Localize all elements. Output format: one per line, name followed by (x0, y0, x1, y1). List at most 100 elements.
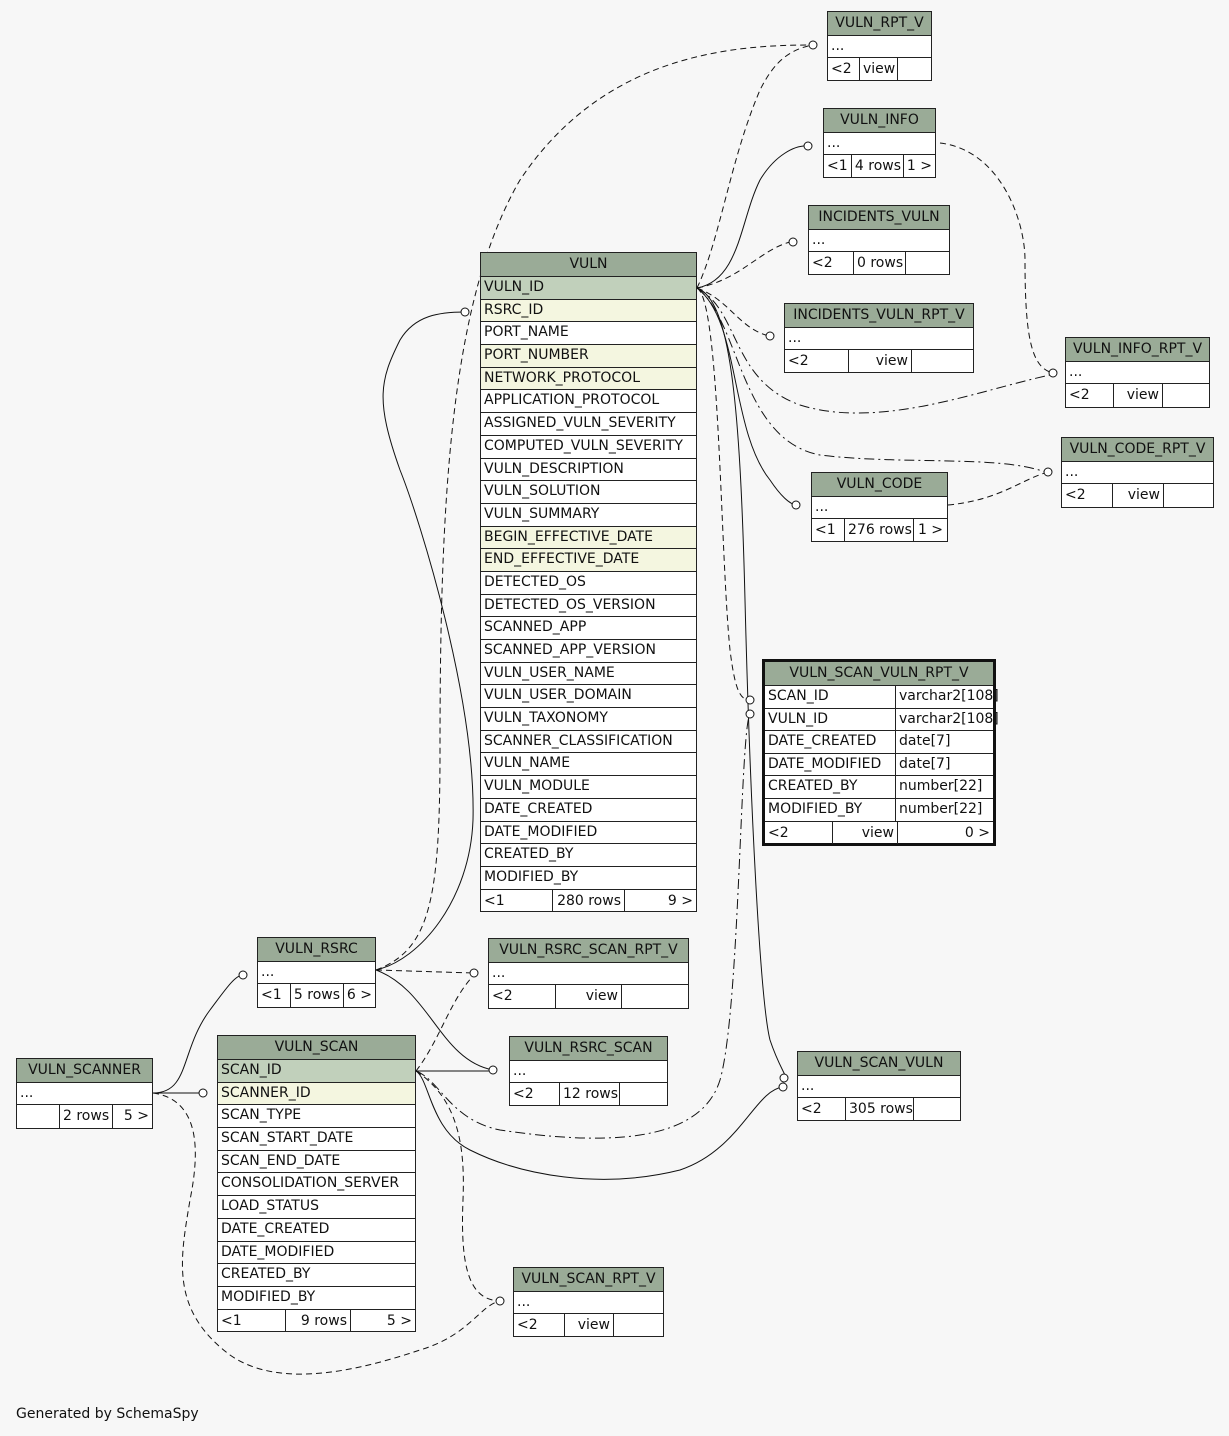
parents-count[interactable]: <1 (812, 519, 845, 541)
parents-count[interactable]: <1 (258, 984, 291, 1007)
column-row[interactable]: ... (17, 1083, 152, 1105)
column-row[interactable]: ... (785, 328, 973, 350)
column-row[interactable]: LOAD_STATUS (218, 1196, 415, 1219)
parents-count[interactable]: <2 (489, 985, 556, 1008)
column-row[interactable]: ... (812, 497, 947, 519)
column-row[interactable]: PORT_NAME (481, 322, 696, 346)
column-row[interactable]: CREATED_BY (218, 1264, 415, 1287)
children-count[interactable] (912, 350, 973, 372)
column-row[interactable]: ... (1066, 362, 1209, 384)
table-name[interactable]: VULN_RSRC_SCAN_RPT_V (489, 939, 688, 963)
children-count[interactable] (1164, 484, 1213, 507)
column-row[interactable]: VULN_DESCRIPTION (481, 459, 696, 482)
column-row[interactable]: SCAN_TYPE (218, 1105, 415, 1129)
table-vuln-rsrc-scan[interactable]: VULN_RSRC_SCAN ... <2 12 rows (509, 1036, 668, 1106)
column-row[interactable]: VULN_SUMMARY (481, 504, 696, 527)
column-row[interactable]: END_EFFECTIVE_DATE (481, 549, 696, 572)
column-row[interactable]: VULN_TAXONOMY (481, 708, 696, 731)
column-row[interactable]: ... (824, 133, 935, 155)
column-row[interactable]: CONSOLIDATION_SERVER (218, 1173, 415, 1197)
column-row[interactable]: SCAN_END_DATE (218, 1151, 415, 1174)
column-row[interactable]: ... (510, 1061, 667, 1083)
parents-count[interactable]: <2 (514, 1314, 565, 1336)
table-vuln-rsrc-scan-rpt-v[interactable]: VULN_RSRC_SCAN_RPT_V ... <2 view (488, 938, 689, 1009)
column-row[interactable]: BEGIN_EFFECTIVE_DATE (481, 526, 696, 550)
column-row[interactable]: ... (258, 962, 375, 984)
parents-count[interactable]: <2 (798, 1098, 846, 1120)
column-row[interactable]: RSRC_ID (481, 299, 696, 323)
column-row[interactable]: DATE_CREATED (481, 799, 696, 822)
parents-count[interactable]: <2 (785, 350, 849, 372)
column-row[interactable]: SCANNED_APP (481, 617, 696, 640)
table-name[interactable]: INCIDENTS_VULN_RPT_V (785, 304, 973, 328)
children-count[interactable] (622, 985, 688, 1008)
table-name[interactable]: VULN_SCAN_VULN (798, 1052, 960, 1076)
column-row[interactable]: COMPUTED_VULN_SEVERITY (481, 436, 696, 459)
column-row[interactable]: NETWORK_PROTOCOL (481, 367, 696, 391)
children-count[interactable]: 1 > (917, 522, 944, 538)
table-name[interactable]: VULN_CODE (812, 473, 947, 497)
column-row[interactable]: VULN_USER_DOMAIN (481, 685, 696, 709)
column-row[interactable]: ... (1062, 462, 1213, 484)
column-row[interactable]: SCAN_START_DATE (218, 1128, 415, 1151)
column-row[interactable]: SCANNED_APP_VERSION (481, 640, 696, 663)
children-count[interactable] (620, 1083, 667, 1105)
column-row[interactable]: VULN_MODULE (481, 776, 696, 799)
column-row[interactable]: SCANNER_CLASSIFICATION (481, 731, 696, 754)
column-row[interactable]: DATE_CREATED (218, 1219, 415, 1242)
children-count[interactable]: 5 > (123, 1108, 149, 1124)
table-name[interactable]: VULN_RSRC_SCAN (510, 1037, 667, 1061)
column-row[interactable]: VULN_SOLUTION (481, 481, 696, 504)
column-row[interactable]: CREATED_BY (481, 844, 696, 867)
column-row[interactable]: MODIFIED_BY (218, 1287, 415, 1310)
table-name[interactable]: VULN_SCANNER (17, 1059, 152, 1083)
table-name[interactable]: VULN_RSRC (258, 938, 375, 962)
children-count[interactable] (906, 252, 949, 274)
parents-count[interactable]: <2 (1062, 484, 1113, 507)
column-row[interactable]: ... (514, 1292, 663, 1314)
table-vuln-code-rpt-v[interactable]: VULN_CODE_RPT_V ... <2 view (1061, 437, 1214, 508)
table-vuln-scanner[interactable]: VULN_SCANNER ... 2 rows 5 > (16, 1058, 153, 1129)
column-row[interactable]: SCANNER_ID (218, 1082, 415, 1106)
children-count[interactable]: 9 > (667, 892, 693, 909)
table-name[interactable]: INCIDENTS_VULN (809, 206, 949, 230)
children-count[interactable] (898, 58, 931, 80)
table-vuln-scan-vuln[interactable]: VULN_SCAN_VULN ... <2 305 rows (797, 1051, 961, 1121)
table-name[interactable]: VULN_INFO (824, 109, 935, 133)
parents-count[interactable]: <2 (1066, 384, 1114, 407)
table-vuln-code[interactable]: VULN_CODE ... <1 276 rows 1 > (811, 472, 948, 542)
table-name[interactable]: VULN_CODE_RPT_V (1062, 438, 1213, 462)
column-row[interactable]: VULN_NAME (481, 753, 696, 777)
parents-count[interactable]: <1 (824, 155, 852, 177)
table-incidents-vuln[interactable]: INCIDENTS_VULN ... <2 0 rows (808, 205, 950, 275)
column-row[interactable]: MODIFIED_BY (481, 867, 696, 890)
parents-count[interactable]: <2 (765, 821, 833, 844)
column-row[interactable]: ... (798, 1076, 960, 1098)
table-vuln-info-rpt-v[interactable]: VULN_INFO_RPT_V ... <2 view (1065, 337, 1210, 408)
parents-count[interactable]: <2 (828, 58, 860, 80)
table-vuln-info[interactable]: VULN_INFO ... <1 4 rows 1 > (823, 108, 936, 178)
table-vuln-rsrc[interactable]: VULN_RSRC ... <1 5 rows 6 > (257, 937, 376, 1008)
column-row[interactable]: SCAN_ID (218, 1060, 415, 1083)
table-name[interactable]: VULN_SCAN_RPT_V (514, 1268, 663, 1292)
table-name[interactable]: VULN (481, 253, 696, 277)
children-count[interactable]: 0 > (964, 824, 990, 841)
parents-count[interactable]: <2 (809, 252, 854, 274)
column-row[interactable]: ... (828, 36, 931, 58)
column-row[interactable]: PORT_NUMBER (481, 345, 696, 368)
column-row[interactable]: DETECTED_OS_VERSION (481, 595, 696, 618)
table-name[interactable]: VULN_SCAN (218, 1036, 415, 1060)
table-name[interactable]: VULN_SCAN_VULN_RPT_V (765, 662, 993, 686)
column-row[interactable]: ... (809, 230, 949, 252)
column-row[interactable]: VULN_USER_NAME (481, 663, 696, 686)
column-row[interactable]: ... (489, 963, 688, 985)
column-row[interactable]: ASSIGNED_VULN_SEVERITY (481, 413, 696, 436)
